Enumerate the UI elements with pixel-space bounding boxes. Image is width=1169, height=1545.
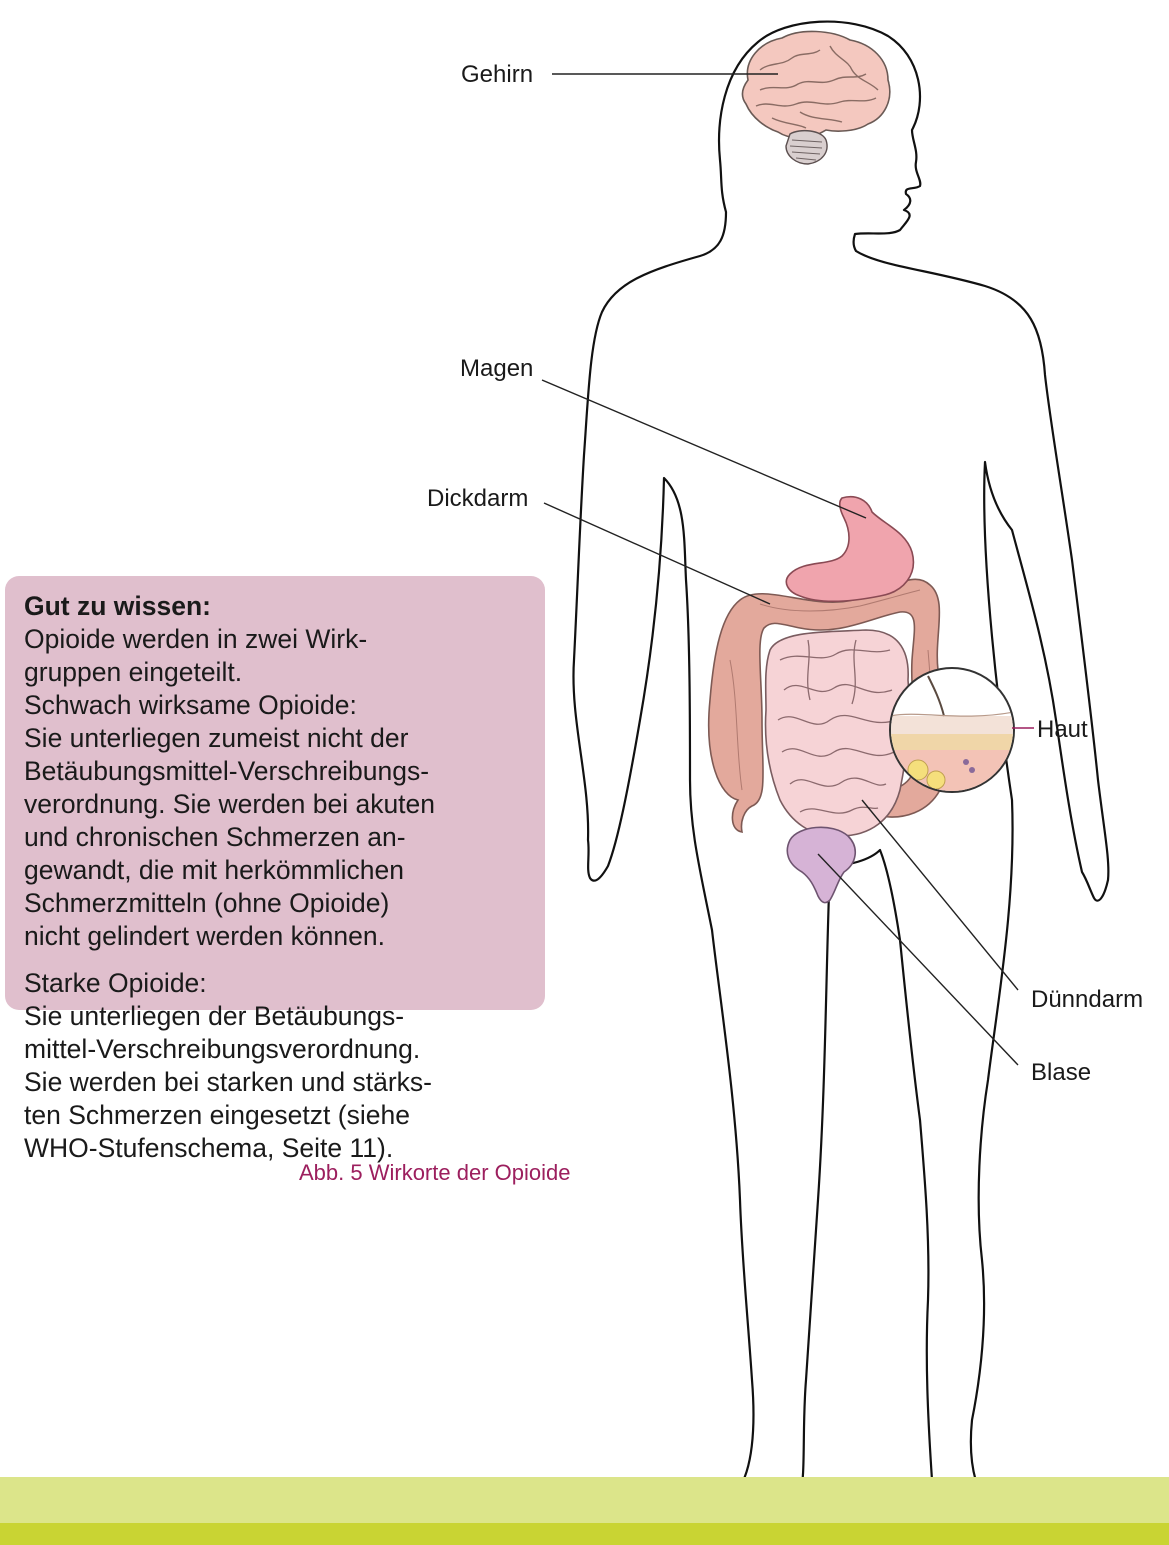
label-skin: Haut (1037, 716, 1088, 744)
info-line: mittel-Verschreibungsverordnung. (24, 1033, 529, 1066)
info-line: Sie unterliegen zumeist nicht der (24, 722, 529, 755)
info-line: Schwach wirksame Opioide: (24, 689, 529, 722)
footer-band-light (0, 1477, 1169, 1523)
info-line: Betäubungsmittel-Verschreibungs- (24, 755, 529, 788)
info-line: ten Schmerzen eingesetzt (siehe (24, 1099, 529, 1132)
label-bladder: Blase (1031, 1059, 1091, 1087)
info-line: Opioide werden in zwei Wirk- (24, 623, 529, 656)
info-line: verordnung. Sie werden bei akuten (24, 788, 529, 821)
info-line: Starke Opioide: (24, 967, 529, 1000)
info-box: Gut zu wissen: Opioide werden in zwei Wi… (5, 576, 545, 1010)
label-small-intestine: Dünndarm (1031, 986, 1143, 1014)
info-line: Sie werden bei starken und stärks- (24, 1066, 529, 1099)
label-stomach: Magen (460, 355, 533, 383)
info-line: nicht gelindert werden können. (24, 920, 529, 953)
small-intestine-icon (766, 630, 910, 836)
label-brain: Gehirn (461, 61, 533, 89)
info-line: und chronischen Schmerzen an- (24, 821, 529, 854)
info-line: Schmerzmitteln (ohne Opioide) (24, 887, 529, 920)
figure-caption: Abb. 5 Wirkorte der Opioide (299, 1160, 570, 1186)
footer-band-dark (0, 1523, 1169, 1545)
info-line: gruppen eingeteilt. (24, 656, 529, 689)
label-colon: Dickdarm (427, 485, 528, 513)
info-line: gewandt, die mit herkömmlichen (24, 854, 529, 887)
info-box-title: Gut zu wissen: (24, 590, 529, 623)
skin-inset-icon (890, 668, 1014, 794)
info-line: Sie unterliegen der Betäubungs- (24, 1000, 529, 1033)
